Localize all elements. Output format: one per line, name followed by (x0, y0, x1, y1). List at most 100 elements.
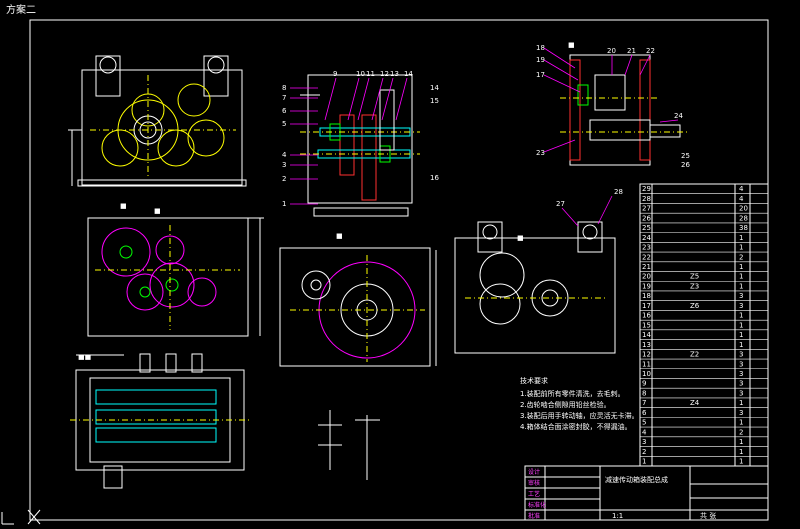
part-callout: 11 (366, 70, 375, 78)
bom-row-qty: 1 (739, 448, 743, 456)
bom-row-number: 15 (642, 321, 651, 329)
callout-leader (639, 54, 651, 76)
view-tag: ■■ (78, 353, 91, 361)
bom-row-number: 27 (642, 205, 651, 213)
part-callout: 17 (536, 71, 545, 79)
part-callout: 15 (430, 97, 439, 105)
bom-row-qty: 3 (739, 409, 743, 417)
bom-row-number: 1 (642, 458, 646, 466)
bom-row-name: Z2 (690, 351, 699, 359)
part-callout: 7 (282, 94, 286, 102)
title-block-label: 标准化 (528, 501, 546, 509)
bom-row-qty: 1 (739, 321, 743, 329)
bom-row-name: Z4 (690, 399, 700, 407)
bom-row-qty: 1 (739, 244, 743, 252)
bom-row-number: 2 (642, 448, 646, 456)
part-callout: 5 (282, 120, 286, 128)
title-block-label: 设计 (528, 468, 540, 476)
part-callout: 20 (607, 47, 616, 55)
part-callout: 8 (282, 84, 286, 92)
callout-leader (347, 77, 360, 121)
window-title: 方案二 (6, 5, 36, 16)
bom-row-qty: 2 (739, 253, 743, 261)
bom-row-number: 7 (642, 399, 646, 407)
title-block-sheet: 共 张 (700, 511, 716, 520)
bom-row-number: 16 (642, 312, 651, 320)
bom-row-number: 24 (642, 234, 651, 242)
callout-leader (543, 47, 576, 69)
part-callout: 1 (282, 200, 286, 208)
tech-req-item: 4.箱体结合面涂密封胶，不得漏油。 (520, 422, 632, 431)
bom-row-number: 4 (642, 428, 647, 436)
bom-row-qty: 1 (739, 282, 743, 290)
bom-row-number: 14 (642, 331, 651, 339)
bom-row-number: 26 (642, 214, 651, 222)
title-block-scale: 1:1 (612, 512, 623, 520)
title-bar: 方案二 (0, 0, 800, 16)
detail-lower-middle (318, 410, 380, 480)
bom-row-qty: 4 (739, 185, 744, 193)
part-callout: 2 (282, 175, 286, 183)
bom-row-number: 20 (642, 273, 651, 281)
part-callout: 19 (536, 56, 545, 64)
view-tag: ■ (154, 207, 161, 215)
title-block (524, 465, 769, 521)
callout-leader (597, 195, 613, 225)
bom-row-number: 5 (642, 419, 646, 427)
callout-leader (561, 207, 579, 227)
bom-row-number: 6 (642, 409, 647, 417)
callout-leader (543, 139, 576, 153)
tech-req-item: 1.装配前所有零件清洗，去毛刺。 (520, 389, 625, 398)
bom-row-qty: 1 (739, 458, 743, 466)
part-callout: 18 (536, 44, 545, 52)
view-middle (279, 247, 437, 367)
bom-row-qty: 3 (739, 370, 743, 378)
view-tag: ■ (568, 41, 575, 49)
callout-leader (381, 77, 394, 121)
bom-row-qty: 1 (739, 438, 743, 446)
bom-row-qty: 1 (739, 341, 743, 349)
bom-row-qty: 3 (739, 292, 743, 300)
bom-row-qty: 3 (739, 380, 743, 388)
bom-row-name: Z6 (690, 302, 700, 310)
bom-row-qty: 1 (739, 273, 743, 281)
part-callout: 6 (282, 107, 287, 115)
title-block-label: 批准 (528, 512, 540, 520)
part-callout: 10 (356, 70, 365, 78)
bom-row-qty: 1 (739, 312, 743, 320)
part-callout: 26 (681, 161, 690, 169)
bom-row-qty: 3 (739, 389, 743, 397)
bom-row-number: 19 (642, 282, 651, 290)
drawing-title: 减速传动箱装配总成 (605, 475, 668, 484)
bom-row-number: 28 (642, 195, 651, 203)
bom-row-qty: 1 (739, 234, 743, 242)
part-callout: 16 (430, 174, 439, 182)
callout-leader (659, 119, 679, 123)
part-callout: 3 (282, 161, 286, 169)
callout-leader (543, 74, 581, 93)
callout-leader (543, 59, 579, 81)
callout-leader (624, 54, 633, 76)
part-callout: 23 (536, 149, 545, 157)
bom-row-number: 18 (642, 292, 651, 300)
bom-row-qty: 3 (739, 351, 743, 359)
bom-row-name: Z3 (690, 282, 699, 290)
bom-row-qty: 4 (739, 195, 744, 203)
bom-row-qty: 2 (739, 428, 743, 436)
part-callout: 9 (333, 70, 337, 78)
bom-row-number: 22 (642, 253, 651, 261)
part-callout: 22 (646, 47, 655, 55)
title-block-label: 审核 (528, 479, 540, 487)
title-block-label: 工艺 (528, 490, 540, 498)
part-callout: 25 (681, 152, 690, 160)
view-tag: ■ (517, 234, 524, 242)
callout-leader (395, 77, 408, 121)
front-view-top-left (68, 55, 247, 187)
bom-row-qty: 20 (739, 205, 748, 213)
tech-req-item: 2.齿轮啮合侧隙用铅丝检验。 (520, 400, 611, 409)
bom-row-number: 8 (642, 389, 646, 397)
tech-req-item: 3.装配后用手转动轴，应灵活无卡滞。 (520, 411, 639, 420)
plan-view-bottom-left (70, 353, 250, 489)
